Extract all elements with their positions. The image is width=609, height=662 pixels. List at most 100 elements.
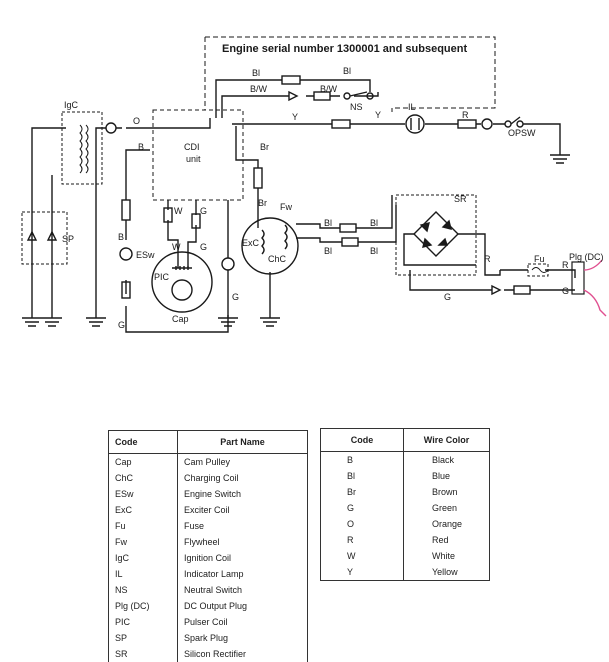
label-cdi: CDI <box>184 142 200 152</box>
part-code: NS <box>108 582 178 598</box>
label-bw-1: B/W <box>250 84 268 94</box>
label-il: IL <box>408 102 416 112</box>
label-w-1: W <box>174 206 183 216</box>
label-w-2: W <box>172 242 181 252</box>
color-name: Blue <box>403 468 490 484</box>
color-name: White <box>403 548 490 564</box>
label-g-bottom: G <box>444 292 451 302</box>
part-code: Cap <box>108 453 178 470</box>
part-name: Charging Coil <box>177 470 308 486</box>
color-code: Br <box>320 484 404 500</box>
label-plg: Plg (DC) <box>569 252 604 262</box>
label-y-2: Y <box>375 110 381 120</box>
color-name: Yellow <box>403 564 490 581</box>
label-bl-5: Bl <box>324 246 332 256</box>
label-fw: Fw <box>280 202 292 212</box>
color-code: Bl <box>320 468 404 484</box>
part-code: Plg (DC) <box>108 598 178 614</box>
color-code: W <box>320 548 404 564</box>
part-name: Indicator Lamp <box>177 566 308 582</box>
color-code: Y <box>320 564 404 581</box>
label-bl-2: Bl <box>343 66 351 76</box>
spark-plug <box>21 211 68 265</box>
parts-header-name: Part Name <box>177 430 308 454</box>
label-ns: NS <box>350 102 363 112</box>
label-cap: Cap <box>172 314 189 324</box>
label-br-1: Br <box>260 142 269 152</box>
part-code: Fw <box>108 534 178 550</box>
part-code: PIC <box>108 614 178 630</box>
label-fu: Fu <box>534 254 545 264</box>
label-pic: PIC <box>154 272 170 282</box>
part-name: DC Output Plug <box>177 598 308 614</box>
part-name: Silicon Rectifier <box>177 646 308 662</box>
color-header-name: Wire Color <box>403 428 490 452</box>
part-name: Spark Plug <box>177 630 308 646</box>
part-code: ESw <box>108 486 178 502</box>
label-g-left: G <box>118 320 125 330</box>
label-y-1: Y <box>292 112 298 122</box>
table-row: Plg (DC)DC Output Plug <box>108 598 308 614</box>
label-g-1: G <box>200 206 207 216</box>
label-o: O <box>133 116 140 126</box>
label-esw: ESw <box>136 250 155 260</box>
pulser-coil <box>151 251 213 313</box>
label-r-top: R <box>462 110 469 120</box>
serial-note: Engine serial number 1300001 and subsequ… <box>222 43 467 55</box>
cdi-unit-box <box>152 109 244 201</box>
label-opsw: OPSW <box>508 128 536 138</box>
part-name: Ignition Coil <box>177 550 308 566</box>
label-b: B <box>138 142 144 152</box>
label-unit: unit <box>186 154 201 164</box>
label-r-plg: R <box>562 260 569 270</box>
label-g-plg: G <box>562 286 569 296</box>
parts-header-code: Code <box>108 430 178 454</box>
serial-number-box <box>204 36 496 112</box>
color-code: O <box>320 516 404 532</box>
part-code: Fu <box>108 518 178 534</box>
label-sp: SP <box>62 234 74 244</box>
label-bl-4: Bl <box>370 218 378 228</box>
label-bl-3: Bl <box>324 218 332 228</box>
part-name: Pulser Coil <box>177 614 308 630</box>
label-igc: IgC <box>64 100 79 110</box>
label-bw-2: B/W <box>320 84 338 94</box>
part-name: Cam Pulley <box>177 453 308 470</box>
silicon-rectifier <box>395 194 477 276</box>
part-code: IL <box>108 566 178 582</box>
label-g-2: G <box>200 242 207 252</box>
part-name: Engine Switch <box>177 486 308 502</box>
label-sr: SR <box>454 194 467 204</box>
color-name: Black <box>403 451 490 468</box>
label-bl-6: Bl <box>370 246 378 256</box>
color-name: Red <box>403 532 490 548</box>
color-name: Orange <box>403 516 490 532</box>
wiring-diagram: Engine serial number 1300001 and subsequ… <box>21 36 607 333</box>
part-code: ChC <box>108 470 178 486</box>
part-code: ExC <box>108 502 178 518</box>
color-name: Brown <box>403 484 490 500</box>
label-b-esw: B <box>118 232 124 242</box>
label-g-3: G <box>232 292 239 302</box>
color-code: G <box>320 500 404 516</box>
part-code: IgC <box>108 550 178 566</box>
color-header-code: Code <box>320 428 404 452</box>
